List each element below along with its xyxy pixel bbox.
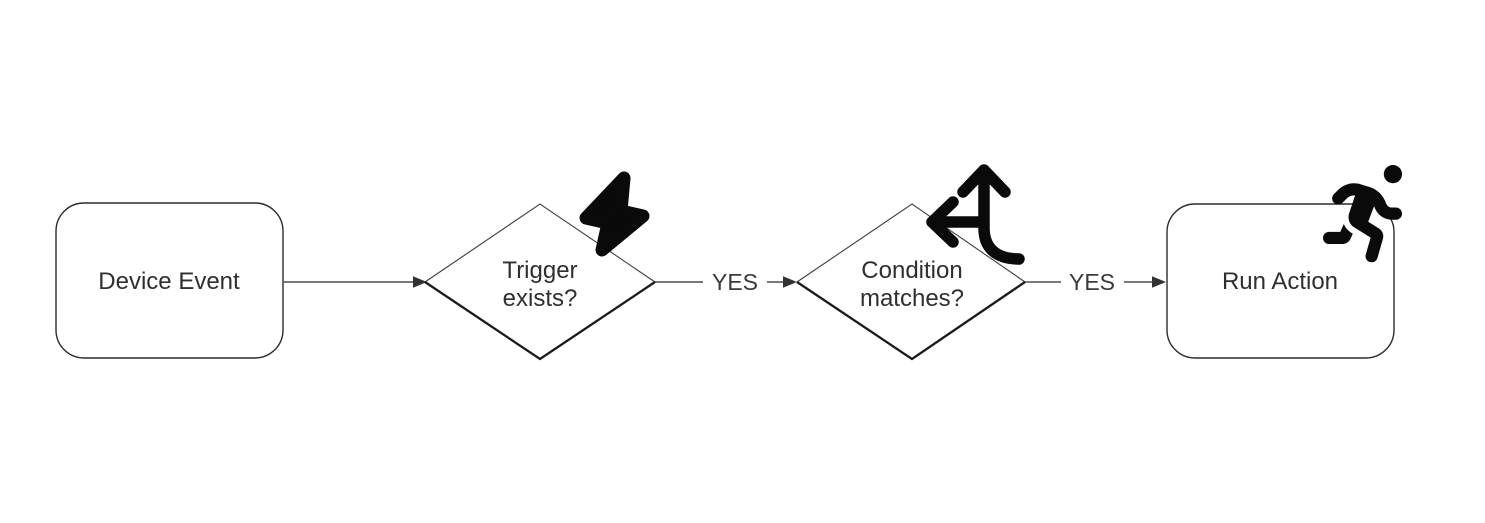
condition-diamond-bottom-edges [796,281,1026,361]
condition-diamond-top-edges [796,203,1026,283]
trigger-label-line1: Trigger [502,257,577,284]
yes-label-2: YES [1069,269,1115,295]
trigger-diamond-bottom-edges [424,281,656,361]
trigger-diamond-top-edges [424,203,656,283]
edge-condition-to-run: YES [1025,269,1166,295]
node-trigger-exists: Trigger exists? [424,203,656,361]
condition-label-line2: matches? [860,285,964,312]
directions-split-icon [926,164,1025,265]
arrowhead-icon [1152,276,1166,288]
arrowhead-icon [783,276,797,288]
edge-trigger-to-condition: YES [655,269,797,295]
device-event-label: Device Event [98,268,240,295]
trigger-label-line2: exists? [503,285,578,312]
condition-label-line1: Condition [861,257,962,284]
run-action-label: Run Action [1222,268,1338,295]
node-device-event: Device Event [55,202,284,359]
person-running-icon [1323,165,1403,263]
edge-device-to-trigger [283,276,427,288]
arrowhead-icon [413,276,427,288]
yes-label-1: YES [712,269,758,295]
device-event-box [55,202,284,359]
lightning-bolt-icon [579,171,650,257]
node-condition-matches: Condition matches? [796,203,1026,361]
